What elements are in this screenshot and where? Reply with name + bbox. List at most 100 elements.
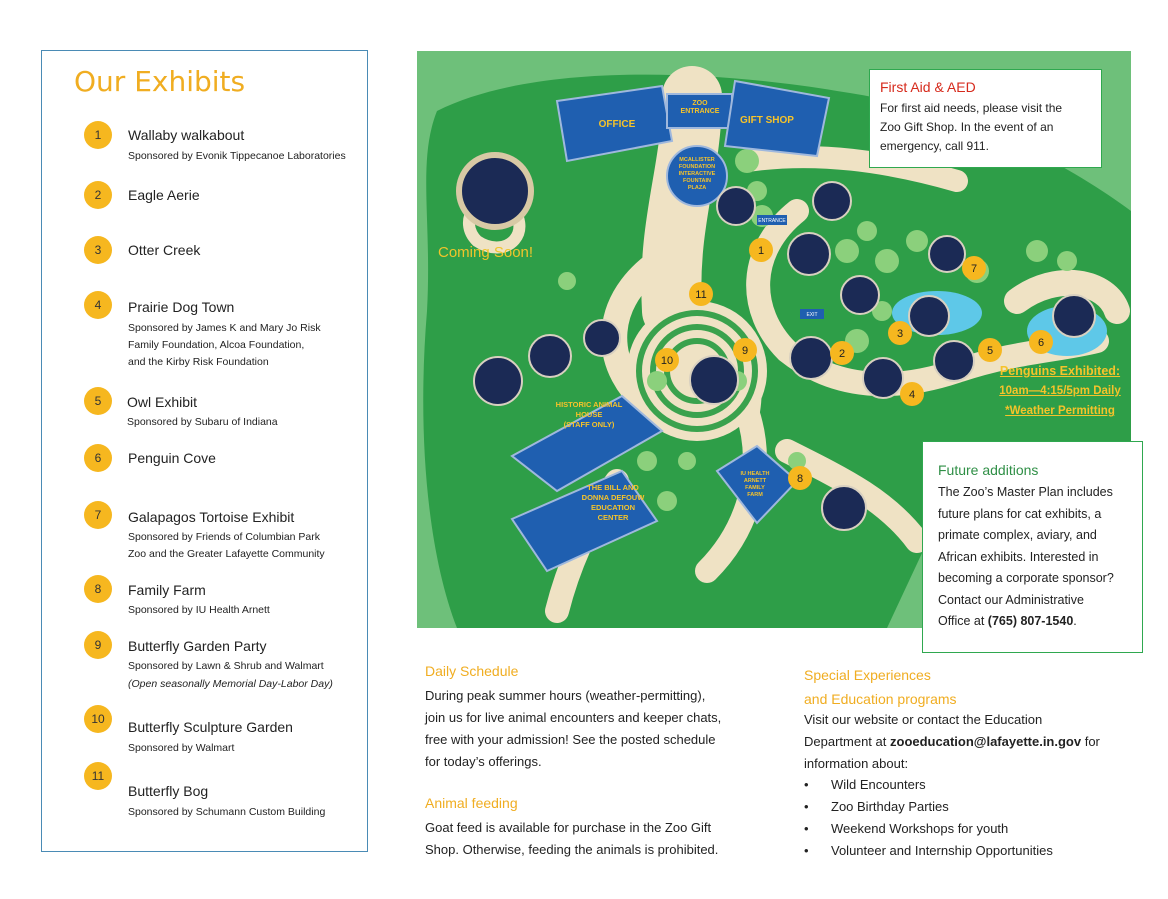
exhibit-number-marker: 11	[84, 762, 112, 790]
exhibit-name: Owl Exhibit	[127, 394, 198, 410]
future-title: Future additions	[938, 462, 1039, 478]
exhibit-name: Wallaby walkabout	[128, 127, 245, 143]
entrance-tag: ENTRANCE	[758, 218, 786, 224]
exhibit-sponsor: Sponsored by Lawn & Shrub and Walmart	[128, 660, 324, 672]
exhibit-number-marker: 8	[84, 575, 112, 603]
special-title-line: Special Experiences	[804, 667, 931, 683]
gift-shop-label: GIFT SHOP	[740, 115, 794, 126]
gibbon-icon	[473, 356, 523, 406]
map-marker: 8	[797, 473, 803, 485]
exhibit-name: Family Farm	[128, 582, 206, 598]
historic-animal-house-building	[510, 394, 664, 493]
exhibits-title: Our Exhibits	[74, 65, 246, 98]
exhibit-name: Otter Creek	[128, 242, 201, 258]
future-line: Contact our Administrative	[938, 592, 1084, 607]
exhibit-number-marker: 6	[84, 444, 112, 472]
map-marker: 3	[897, 328, 903, 340]
exhibit-sponsor: Family Foundation, Alcoa Foundation,	[128, 339, 305, 351]
historic-house-label: HOUSE	[576, 410, 603, 419]
first-aid-line: emergency, call 911.	[880, 139, 989, 153]
future-line: African exhibits. Interested in	[938, 549, 1099, 564]
exhibit-sponsor: Sponsored by James K and Mary Jo Risk	[128, 322, 321, 334]
penguin-icon	[1052, 294, 1096, 338]
future-line: future plans for cat exhibits, a	[938, 506, 1102, 521]
special-experiences-title: Special Experiences and Education progra…	[804, 663, 957, 711]
exhibit-name: Butterfly Garden Party	[128, 638, 267, 654]
daily-line: join us for live animal encounters and k…	[425, 710, 722, 725]
special-line: Department at zooeducation@lafayette.in.…	[804, 731, 1100, 753]
prairie-dog-icon	[862, 357, 904, 399]
map-marker: 5	[987, 345, 993, 357]
future-line: becoming a corporate sponsor?	[938, 571, 1114, 585]
first-aid-box: First Aid & AED For first aid needs, ple…	[869, 69, 1102, 168]
daily-schedule-title: Daily Schedule	[425, 663, 519, 679]
owl-icon	[933, 340, 975, 382]
education-center-label: CENTER	[598, 513, 629, 522]
exhibit-name: Eagle Aerie	[128, 187, 200, 203]
first-aid-title: First Aid & AED	[880, 79, 976, 95]
exhibit-sponsor: Sponsored by Evonik Tippecanoe Laborator…	[128, 150, 346, 162]
phone-number: (765) 807-1540	[987, 614, 1074, 628]
otter-icon	[908, 295, 950, 337]
exhibit-number-marker: 9	[84, 631, 112, 659]
butterfly-icon	[689, 355, 739, 405]
future-line: The Zoo’s Master Plan includes	[938, 485, 1113, 499]
exhibit-number-marker: 1	[84, 121, 112, 149]
zoo-entrance-label: ZOO	[692, 100, 708, 107]
map-marker: 6	[1038, 337, 1044, 349]
exhibit-sponsor: Sponsored by Schumann Custom Building	[128, 806, 326, 818]
future-line-prefix: Office at	[938, 614, 988, 628]
gift-shop-building	[723, 79, 831, 158]
exhibit-name: Butterfly Bog	[128, 783, 209, 799]
plaza-label: PLAZA	[688, 185, 706, 191]
future-line-suffix: .	[1073, 614, 1077, 628]
feeding-line: Shop. Otherwise, feeding the animals is …	[425, 842, 719, 857]
exhibit-number-marker: 3	[84, 236, 112, 264]
exhibit-sponsor: Sponsored by Walmart	[128, 742, 235, 754]
exhibit-number-marker: 10	[84, 705, 112, 733]
historic-house-label: (STAFF ONLY)	[564, 420, 615, 429]
exhibit-number-marker: 7	[84, 501, 112, 529]
map-markers: 1 2 3 4 5 6 7 8 9 10 11	[655, 238, 1053, 490]
future-line: Office at (765) 807-1540.	[938, 611, 1128, 633]
plaza-label: INTERACTIVE	[679, 171, 716, 177]
exhibit-name: Galapagos Tortoise Exhibit	[128, 509, 295, 525]
education-email-link[interactable]: zooeducation@lafayette.in.gov	[890, 734, 1082, 749]
historic-house-label: HISTORIC ANIMAL	[556, 400, 623, 409]
exhibit-name: Butterfly Sculpture Garden	[128, 719, 293, 735]
wallaby-icon	[787, 232, 831, 276]
daily-line: free with your admission! See the posted…	[425, 732, 716, 747]
exhibit-sponsor: Sponsored by Friends of Columbian Park	[128, 531, 321, 543]
exhibits-panel: Our Exhibits 1 Wallaby walkabout Sponsor…	[41, 50, 368, 852]
bullet-text: Weekend Workshops for youth	[831, 821, 1009, 836]
daily-line: for today’s offerings.	[425, 754, 542, 769]
family-farm-label: IU HEALTH	[741, 471, 770, 477]
porcupine-icon	[583, 319, 621, 357]
first-aid-line: For first aid needs, please visit the	[880, 101, 1063, 115]
map-marker: 11	[695, 289, 706, 301]
animal-feeding-title: Animal feeding	[425, 795, 518, 811]
map-marker: 10	[661, 355, 673, 367]
special-experiences-text: Visit our website or contact the Educati…	[804, 709, 1100, 775]
family-farm-label: FAMILY	[745, 485, 765, 491]
office-building	[555, 84, 674, 163]
future-line: primate complex, aviary, and	[938, 528, 1097, 542]
education-center-label: DONNA DEFOUW	[582, 493, 646, 502]
education-center-label: EDUCATION	[591, 503, 635, 512]
eagle-icon	[789, 336, 833, 380]
exit-tag: EXIT	[806, 312, 817, 318]
map-marker: 9	[742, 345, 748, 357]
family-farm-label: ARNETT	[744, 478, 767, 484]
bullet-text: Zoo Birthday Parties	[831, 799, 949, 814]
fountain-plaza	[666, 145, 728, 207]
exhibit-name: Penguin Cove	[128, 450, 216, 466]
exhibit-name: Prairie Dog Town	[128, 299, 235, 315]
education-center-label: THE BILL AND	[587, 483, 639, 492]
tortoise-icon	[928, 235, 966, 273]
office-label: OFFICE	[599, 119, 636, 130]
first-aid-line: Zoo Gift Shop. In the event of an	[880, 120, 1054, 134]
bullet-text: Wild Encounters	[831, 777, 926, 792]
exhibit-number-marker: 4	[84, 291, 112, 319]
special-line: information about:	[804, 756, 909, 771]
penguin-schedule-line: Penguins Exhibited:	[999, 364, 1121, 378]
